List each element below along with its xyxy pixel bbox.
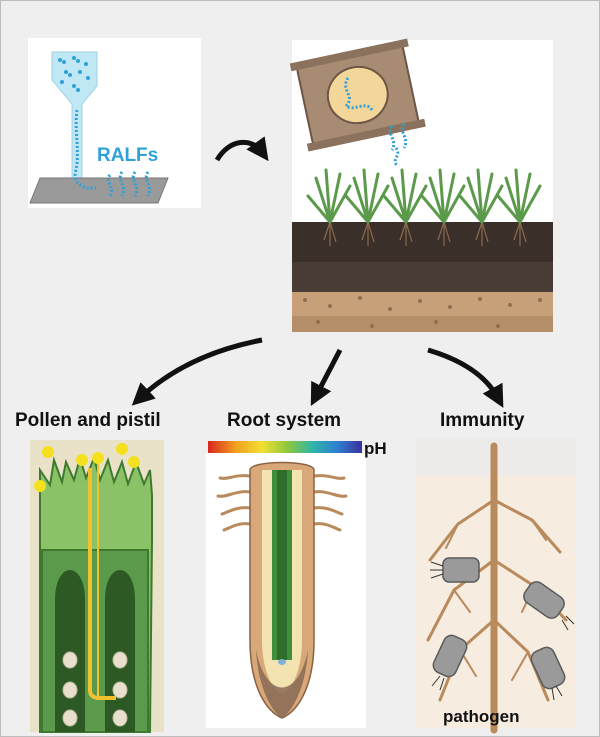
- pathogen-label: pathogen: [443, 707, 520, 727]
- root-system-title: Root system: [227, 410, 341, 432]
- field-panel: [290, 39, 553, 332]
- ph-gradient-bar: [208, 441, 362, 453]
- ph-label: pH: [364, 439, 387, 459]
- pollen-pistil-title: Pollen and pistil: [15, 410, 161, 432]
- branch-arrows: [140, 340, 498, 398]
- pollen-pistil-panel: [30, 440, 164, 732]
- ralfs-label: RALFs: [97, 145, 158, 167]
- root-system-panel: [206, 441, 366, 728]
- ralf-synthesis-panel: [28, 38, 201, 208]
- immunity-panel: [416, 438, 576, 730]
- immunity-title: Immunity: [440, 410, 524, 432]
- arrow-to-field: [217, 142, 262, 160]
